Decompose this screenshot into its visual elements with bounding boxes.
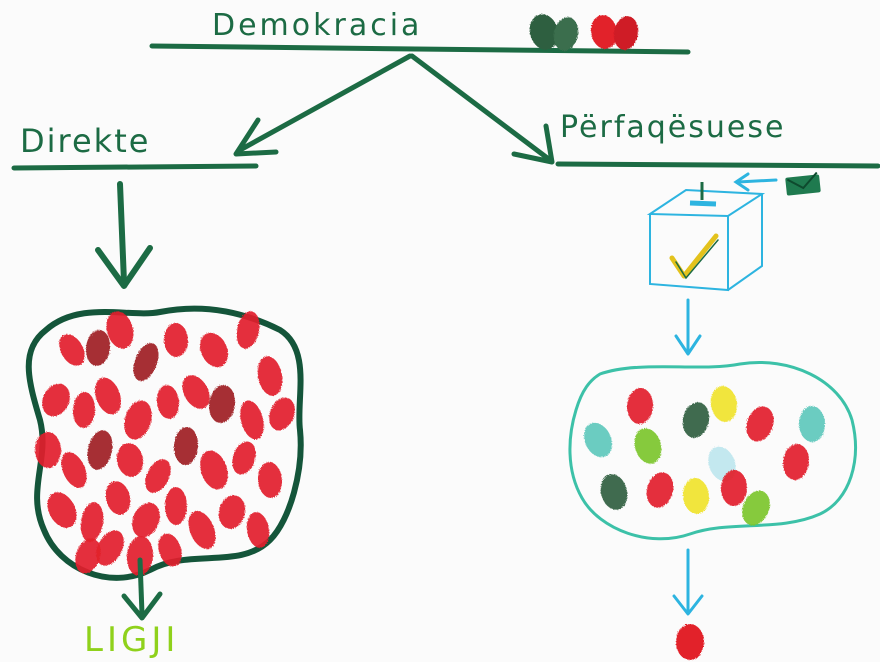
envelope-arrow (733, 172, 778, 192)
ballot-down-arrow (674, 298, 702, 356)
fingerprint-red (720, 470, 748, 506)
fingerprint (218, 495, 246, 529)
title-underline (149, 43, 691, 55)
direct-branch-label: Direkte (20, 122, 151, 160)
fingerprint (47, 492, 77, 528)
title-fingerprint-red-2 (613, 16, 639, 50)
arrow-to-direct-head (233, 117, 279, 157)
fingerprint (156, 385, 180, 419)
direct-down-arrow (95, 181, 153, 289)
fingerprint (133, 342, 159, 382)
fingerprint-dark-green (682, 402, 710, 438)
fingerprint (105, 481, 131, 515)
fingerprint (42, 383, 70, 417)
representative-fingerprints (583, 386, 826, 526)
fingerprint (236, 311, 260, 349)
representative-underline (555, 161, 880, 169)
envelope-icon (785, 171, 821, 196)
arrow-to-direct (237, 53, 413, 153)
fingerprint (126, 536, 154, 576)
fingerprint (61, 452, 87, 488)
fingerprint-yellow (682, 478, 710, 514)
representative-crowd-outline (568, 361, 857, 541)
fingerprint (34, 432, 62, 468)
fingerprint (257, 462, 283, 498)
fingerprint-lime (634, 428, 662, 464)
fingerprint-teal (798, 406, 826, 442)
fingerprint (232, 441, 256, 475)
fingerprint (158, 533, 182, 567)
title-fingerprint-red (590, 15, 618, 49)
law-result-label: LIGJI (84, 620, 180, 660)
ballot-box-icon (646, 188, 766, 292)
fingerprint-red (646, 472, 674, 508)
fingerprint (87, 430, 113, 470)
fingerprint (124, 400, 152, 440)
fingerprint (240, 400, 264, 440)
fingerprint (246, 512, 270, 548)
fingerprint-red (626, 388, 654, 424)
law-arrow (121, 557, 163, 621)
fingerprint (188, 511, 216, 549)
checkmark-icon-shadow (675, 239, 719, 280)
direct-fingerprints (34, 311, 295, 576)
fingerprint (257, 356, 283, 396)
title-fingerprints (529, 14, 639, 51)
elected-down-arrow (672, 548, 704, 616)
fingerprint (85, 330, 111, 366)
fingerprint-yellow (710, 386, 738, 422)
title-fingerprint-dark (529, 14, 559, 50)
branch-arrows (233, 53, 555, 165)
fingerprint-dark-green (600, 474, 628, 510)
fingerprint (106, 311, 134, 349)
fingerprint (199, 332, 229, 368)
fingerprint (200, 450, 228, 490)
direct-underline (11, 163, 259, 171)
fingerprint (59, 334, 85, 366)
fingerprint (163, 323, 189, 357)
fingerprint-teal (583, 422, 613, 458)
fingerprint (132, 502, 160, 538)
fingerprint-red (782, 444, 810, 480)
fingerprint (80, 502, 104, 542)
fingerprint (96, 530, 124, 566)
fingerprint (94, 377, 122, 415)
fingerprint (269, 397, 295, 431)
diagram-title: Demokracia (212, 8, 423, 43)
checkmark-icon (669, 233, 719, 279)
fingerprint-lime (742, 490, 770, 526)
elected-fingerprint (676, 624, 704, 660)
fingerprint (173, 427, 199, 465)
fingerprint-red (746, 406, 774, 442)
fingerprint (75, 538, 101, 574)
fingerprint (145, 459, 171, 493)
fingerprint (116, 443, 144, 477)
title-fingerprint-dark-2 (553, 17, 579, 51)
fingerprint (165, 487, 187, 525)
arrow-to-representative (409, 53, 553, 163)
fingerprint (72, 392, 96, 428)
representative-branch-label: Përfaqësuese (560, 110, 786, 145)
arrow-to-representative-head (511, 123, 555, 165)
fingerprint (208, 385, 236, 423)
fingerprint (182, 375, 210, 409)
